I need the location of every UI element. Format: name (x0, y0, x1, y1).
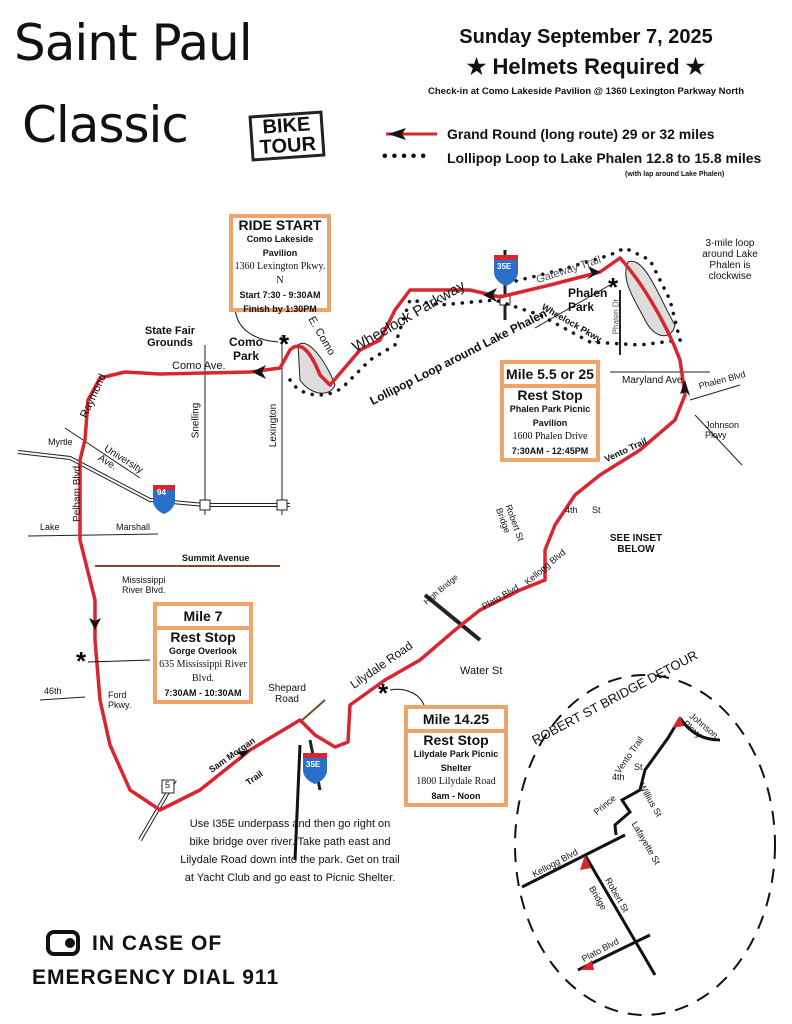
ride-start-time: Start 7:30 - 9:30AM (239, 290, 321, 300)
label-st: St (592, 505, 601, 515)
interchange-icon (199, 499, 211, 511)
rest-stop-box-lilydale: Mile 14.25 Rest Stop Lilydale Park Picni… (404, 705, 508, 807)
direction-arrow-icon (252, 365, 266, 379)
rest-stop-place: Gorge Overlook (168, 646, 238, 656)
lake-marshall-street (27, 533, 159, 537)
i35e-shield-label: 35E (306, 760, 321, 769)
rest-stop-mile: Mile 5.5 or 25 (504, 364, 596, 388)
dotted-route-legend-icon: ••••• (382, 148, 431, 165)
rest-stop-box-gorge: Mile 7 Rest Stop Gorge Overlook 635 Miss… (153, 602, 253, 704)
rest-stop-mile: Mile 14.25 (408, 709, 504, 733)
label-lake: Lake (40, 522, 60, 532)
legend-lollipop-note: (with lap around Lake Phalen) (625, 171, 725, 178)
label-como-park: Como Park (229, 335, 263, 363)
event-title-line1: Saint Paul (14, 14, 253, 72)
asterisk-marker-icon: * (76, 646, 87, 676)
phalen-blvd (689, 384, 741, 401)
label-marshall: Marshall (116, 522, 151, 532)
label-myrtle: Myrtle (48, 437, 73, 447)
red-route-legend-icon (386, 128, 437, 140)
label-mississippi-river-blvd: Mississippi River Blvd. (122, 575, 166, 595)
johnson-pkwy (694, 414, 743, 466)
label-4th: 4th (565, 505, 578, 515)
label-pelham-blvd: Pelham Blvd. (71, 463, 83, 522)
event-title-line2: Classic (22, 96, 189, 154)
rest-stop-place: Phalen Park Picnic Pavilion (509, 404, 591, 428)
i35e-shield-label: 35E (497, 262, 512, 271)
label-ford-pkwy: Ford Pkwy. (108, 690, 132, 710)
asterisk-marker-icon: * (378, 678, 389, 708)
inset-label-4th: 4th (612, 772, 625, 782)
label-water-st: Water St (460, 665, 503, 677)
direction-arrow-icon (236, 750, 250, 762)
label-loop-note: 3-mile loop around Lake Phalen is clockw… (702, 238, 758, 282)
inset-label-st: St (634, 762, 643, 772)
i94-shield-icon (153, 485, 175, 514)
label-shepard-road: Shepard Road (268, 683, 306, 705)
i94-shield-label: 94 (157, 488, 166, 497)
interchange-icon (276, 499, 288, 511)
legend-lollipop: Lollipop Loop to Lake Phalen 12.8 to 15.… (447, 150, 762, 166)
grand-round-route (78, 256, 687, 812)
badge-line2: TOUR (258, 133, 317, 159)
direction-arrow-icon (680, 380, 690, 396)
ride-start-box: RIDE START Como Lakeside Pavilion 1360 L… (229, 214, 331, 314)
hwy5-shield-label: 5 (165, 780, 171, 790)
label-como-ave: Como Ave. (172, 360, 226, 372)
rest-stop-title: Rest Stop (517, 387, 583, 403)
legend-grand-round: Grand Round (long route) 29 or 32 miles (447, 126, 715, 142)
helmets-required: ★ Helmets Required ★ (466, 54, 706, 79)
direction-arrow-icon (483, 288, 497, 302)
rest-stop-hours: 7:30AM - 10:30AM (164, 688, 242, 698)
i35e-shield-icon (494, 255, 518, 286)
label-see-inset: SEE INSET BELOW (609, 533, 663, 555)
bike-tour-badge: BIKE TOUR (248, 110, 326, 162)
direction-arrow-icon (89, 618, 101, 630)
asterisk-marker-icon: * (608, 272, 619, 302)
label-phalen-park: Phalen Park (568, 286, 608, 314)
shepard-road (299, 699, 326, 723)
label-state-fair: State Fair Grounds (144, 325, 196, 349)
asterisk-marker-icon: * (279, 329, 290, 359)
emergency-line1: IN CASE OF (92, 932, 223, 955)
rest-stop-hours: 8am - Noon (431, 791, 481, 801)
ride-finish-time: Finish by 1:30PM (243, 304, 317, 314)
rest-stop-address: 635 Mississippi River Blvd. (159, 659, 247, 684)
i35e-shield-icon (303, 753, 327, 784)
university-ave (64, 427, 141, 479)
hwy5-shield-icon (161, 779, 175, 794)
rest-stop-title: Rest Stop (423, 732, 489, 748)
label-phalen-dr: Phalen Dr (611, 298, 621, 335)
ride-start-address: 1360 Lexington Pkwy. N (234, 261, 326, 286)
46th-street (39, 696, 86, 701)
emergency-line2: EMERGENCY DIAL 911 (32, 966, 280, 989)
label-summit-avenue: Summit Avenue (182, 553, 250, 563)
rest-stop-mile: Mile 7 (157, 606, 249, 630)
direction-arrow-icon (586, 266, 600, 280)
event-date: Sunday September 7, 2025 (459, 26, 713, 48)
high-bridge (423, 593, 482, 642)
lollipop-route (288, 246, 683, 397)
label-lexington: Lexington (268, 403, 280, 448)
rest-stop-box-phalen: Mile 5.5 or 25 Rest Stop Phalen Park Pic… (500, 360, 600, 462)
rest-stop-address: 1600 Phalen Drive (512, 431, 588, 442)
emergency-phone-icon (46, 930, 80, 956)
inset-border (514, 674, 776, 1016)
rest-stop-hours: 7:30AM - 12:45PM (511, 446, 589, 456)
underpass-note: Use I35E underpass and then go right on … (180, 818, 400, 884)
checkin-info: Check-in at Como Lakeside Pavilion @ 136… (428, 86, 744, 97)
label-johnson-pkwy: Johnson Pkwy (705, 420, 740, 440)
label-maryland: Maryland Ave. (622, 375, 686, 386)
rest-stop-address: 1800 Lilydale Road (416, 776, 496, 787)
ride-start-place: Como Lakeside Pavilion (246, 234, 314, 258)
ride-start-title: RIDE START (238, 217, 322, 233)
rest-stop-place: Lilydale Park Picnic Shelter (413, 749, 499, 773)
label-snelling: Snelling (190, 402, 202, 439)
rest-stop-title: Rest Stop (170, 629, 236, 645)
label-46th: 46th (44, 686, 62, 696)
